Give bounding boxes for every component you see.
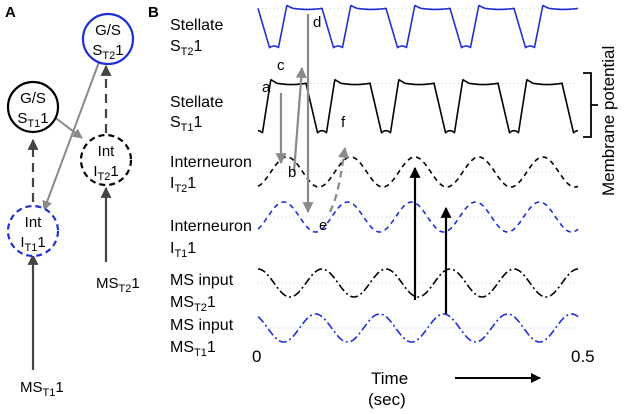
trace-label-stellate-t2-symbol: ST21 — [170, 38, 203, 58]
node-gs-t2: G/S ST21 — [81, 12, 135, 66]
trace-label-stellate-t2-title: Stellate — [170, 17, 223, 34]
trace-plot — [257, 4, 579, 343]
arrow-c — [292, 66, 307, 173]
node-int-t2-symbol: IT21 — [93, 163, 118, 183]
annotation-f: f — [341, 114, 346, 131]
node-int-t1-symbol: IT11 — [20, 234, 45, 254]
node-gs-t1: G/S ST11 — [6, 80, 60, 134]
trace-label-interneuron-t2-symbol: IT21 — [170, 175, 196, 195]
node-gs-t1-symbol: ST11 — [17, 110, 48, 130]
node-int-t2: Int IT21 — [79, 133, 133, 187]
x-axis-label-line1: Time — [371, 369, 408, 388]
trace-label-ms-t2-symbol: MST21 — [170, 294, 216, 314]
x-axis-label-line2: (sec) — [368, 390, 406, 409]
ms-t1-label: MST11 — [20, 379, 64, 399]
trace-2 — [257, 156, 579, 188]
trace-label-interneuron-t2-title: Interneuron — [170, 154, 252, 171]
trace-4 — [258, 268, 578, 298]
trace-label-ms-t1-title: MS input — [170, 317, 234, 334]
trace-3 — [257, 201, 579, 233]
trace-label-ms-t2-title: MS input — [170, 272, 234, 289]
ms-t2-label: MST21 — [96, 275, 140, 295]
trace-5 — [257, 313, 579, 343]
trace-labels: Stellate ST21 Stellate ST11 Interneuron … — [170, 17, 252, 359]
node-gs-t2-symbol: ST21 — [92, 42, 123, 62]
annotation-d: d — [313, 14, 321, 31]
arrow-e-f — [329, 146, 349, 213]
annotation-c: c — [277, 57, 285, 74]
trace-label-interneuron-t1-title: Interneuron — [170, 218, 252, 235]
membrane-potential-bracket — [583, 72, 598, 138]
trace-0 — [257, 4, 579, 49]
node-int-t1: Int IT11 — [6, 204, 60, 258]
node-gs-t1-title: G/S — [20, 90, 46, 107]
annotation-arrows — [275, 14, 452, 314]
node-int-t2-title: Int — [98, 143, 116, 160]
trace-1 — [258, 78, 578, 134]
panel-label-b: B — [148, 4, 159, 21]
trace-label-interneuron-t1-symbol: IT11 — [170, 240, 196, 260]
annotation-a: a — [262, 79, 271, 96]
trace-label-ms-t1-symbol: MST11 — [170, 339, 216, 359]
time-end-label: 0.5 — [571, 347, 595, 366]
node-gs-t2-title: G/S — [95, 22, 121, 39]
trace-label-stellate-t1-title: Stellate — [170, 94, 223, 111]
annotation-e: e — [319, 217, 327, 234]
annotation-b: b — [288, 164, 296, 181]
y-axis-label: Membrane potential — [599, 46, 618, 196]
gs-t2-to-int-t1-arrow — [42, 61, 100, 211]
node-int-t1-title: Int — [25, 214, 43, 231]
gs-t1-to-int-t2-arrow — [52, 115, 83, 139]
time-start-label: 0 — [252, 347, 261, 366]
panel-label-a: A — [5, 4, 16, 21]
trace-label-stellate-t1-symbol: ST11 — [170, 114, 203, 134]
